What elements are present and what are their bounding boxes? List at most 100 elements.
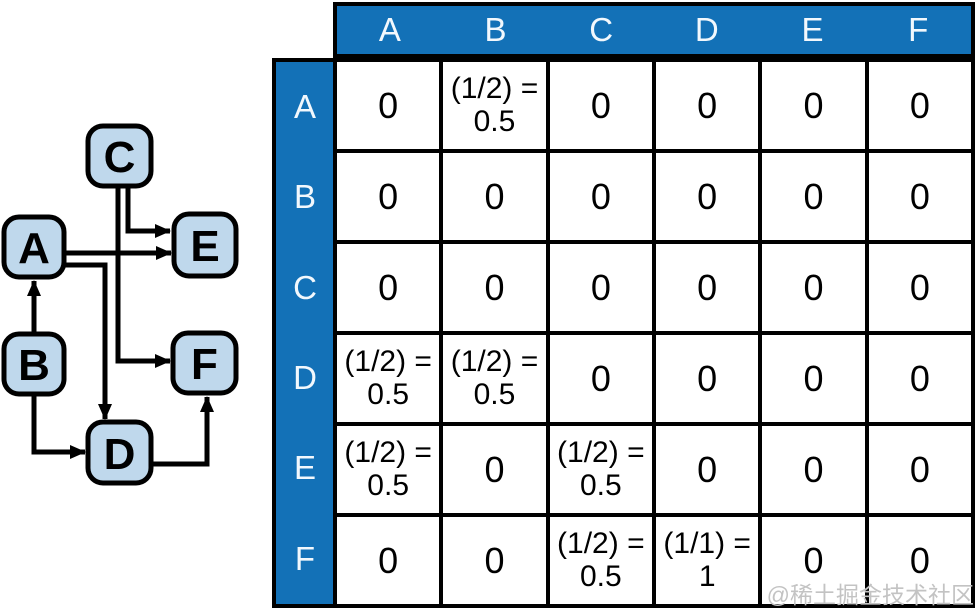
edge-C-F xyxy=(115,186,171,368)
matrix-cell-C-A: 0 xyxy=(337,244,440,331)
matrix-cell-line: 0 xyxy=(484,175,505,217)
matrix-cell-B-A: 0 xyxy=(337,153,440,240)
matrix-cell-line: 0 xyxy=(484,539,505,581)
matrix-cell-E-F: 0 xyxy=(868,426,971,513)
matrix-cell-F-C: (1/2) =0.5 xyxy=(549,517,652,604)
column-header-D: D xyxy=(694,11,719,48)
matrix-cell-A-C: 0 xyxy=(549,62,652,149)
matrix-cell-D-B: (1/2) =0.5 xyxy=(443,335,546,422)
matrix-cell-C-B: 0 xyxy=(443,244,546,331)
graph-node-label: C xyxy=(104,133,136,182)
row-header-F: F xyxy=(294,539,316,577)
matrix-cell-A-A: 0 xyxy=(337,62,440,149)
matrix-cell-F-D: (1/1) =1 xyxy=(656,517,759,604)
matrix-cell-E-E: 0 xyxy=(762,426,865,513)
graph-node-A: A xyxy=(1,214,67,280)
matrix-cell-F-B: 0 xyxy=(443,517,546,604)
matrix-cell-F-F: 0 xyxy=(868,517,971,604)
matrix-cell-line: 0 xyxy=(590,84,611,126)
matrix-cell-line: 0.5 xyxy=(367,468,410,502)
watermark-text: @稀土掘金技术社区 xyxy=(766,582,974,608)
matrix-cell-E-D: 0 xyxy=(656,426,759,513)
matrix-cell-D-C: 0 xyxy=(549,335,652,422)
matrix-cell-line: 0 xyxy=(378,175,399,217)
matrix-cell-E-A: (1/2) =0.5 xyxy=(337,426,440,513)
edge-B-D xyxy=(31,394,86,459)
matrix-cell-line: 0.5 xyxy=(579,559,622,593)
row-header-B: B xyxy=(293,178,316,216)
graph-node-label: E xyxy=(190,222,219,271)
matrix-cell-A-E: 0 xyxy=(762,62,865,149)
edge-A-D xyxy=(63,262,112,420)
matrix-cell-C-F: 0 xyxy=(868,244,971,331)
matrix-cell-line: 0 xyxy=(378,84,399,126)
matrix-cell-B-F: 0 xyxy=(868,153,971,240)
matrix-cell-D-E: 0 xyxy=(762,335,865,422)
matrix-cell-line: 0 xyxy=(803,84,824,126)
matrix-cell-line: (1/2) = xyxy=(344,436,432,470)
matrix-cell-line: 0 xyxy=(803,266,824,308)
matrix-cell-line: 0 xyxy=(909,266,930,308)
graph-node-B: B xyxy=(1,331,67,397)
matrix-cell-A-F: 0 xyxy=(868,62,971,149)
matrix-cell-line: 0.5 xyxy=(473,377,516,411)
graph-node-E: E xyxy=(171,211,239,279)
matrix-cell-line: 0 xyxy=(697,84,718,126)
matrix-cell-line: 0 xyxy=(909,448,930,490)
matrix-cell-line: (1/2) = xyxy=(450,72,539,106)
matrix-cell-B-B: 0 xyxy=(443,153,546,240)
matrix-cell-E-C: (1/2) =0.5 xyxy=(549,426,652,513)
matrix-cell-E-B: 0 xyxy=(443,426,546,513)
graph-node-F: F xyxy=(170,330,239,396)
graph-node-C: C xyxy=(85,123,154,189)
graph-node-label: B xyxy=(18,341,50,390)
matrix-cell-line: 0 xyxy=(909,357,930,399)
matrix-cell-D-F: 0 xyxy=(868,335,971,422)
matrix-cell-F-A: 0 xyxy=(337,517,440,604)
matrix-cell-line: 0 xyxy=(590,175,611,217)
matrix-cell-line: 0.5 xyxy=(367,377,410,411)
matrix-cell-line: 0 xyxy=(590,266,611,308)
matrix-cell-line: (1/1) = xyxy=(663,527,751,561)
matrix-cell-line: 0 xyxy=(697,175,718,217)
matrix-cell-B-C: 0 xyxy=(549,153,652,240)
matrix-cell-A-D: 0 xyxy=(656,62,759,149)
matrix-cell-line: 0.5 xyxy=(579,468,622,502)
matrix-cell-line: 0.5 xyxy=(473,104,516,138)
row-header-E: E xyxy=(293,449,316,487)
matrix-cell-line: 0 xyxy=(909,84,930,126)
column-header-E: E xyxy=(801,11,824,48)
link-graph: C A E B F D xyxy=(1,123,239,486)
matrix-cell-line: (1/2) = xyxy=(557,527,645,561)
matrix-cell-F-E: 0 xyxy=(762,517,865,604)
matrix-row-headers: A B C D E F xyxy=(272,58,338,608)
matrix-cell-line: (1/2) = xyxy=(344,345,432,379)
matrix-cell-line: 0 xyxy=(697,357,718,399)
graph-node-label: F xyxy=(191,340,218,389)
matrix-cell-line: 0 xyxy=(909,539,930,581)
column-header-F: F xyxy=(908,11,929,48)
matrix-cell-B-D: 0 xyxy=(656,153,759,240)
row-header-A: A xyxy=(293,88,316,126)
matrix-cell-line: 0 xyxy=(590,357,611,399)
column-header-C: C xyxy=(589,11,614,48)
graph-node-D: D xyxy=(85,419,154,486)
matrix-cell-C-D: 0 xyxy=(656,244,759,331)
matrix-cell-line: (1/2) = xyxy=(450,345,539,379)
matrix-cell-line: 1 xyxy=(698,559,716,593)
matrix-cell-line: 0 xyxy=(909,175,930,217)
edge-D-F xyxy=(151,396,214,467)
row-header-D: D xyxy=(293,359,317,397)
edge-C-E xyxy=(125,186,171,238)
matrix-cell-line: 0 xyxy=(803,448,824,490)
matrix-cell-C-C: 0 xyxy=(549,244,652,331)
matrix-cell-line: 0 xyxy=(697,448,718,490)
matrix-cell-line: 0 xyxy=(803,175,824,217)
column-header-A: A xyxy=(378,11,401,48)
matrix-cell-line: 0 xyxy=(378,266,399,308)
matrix-cell-C-E: 0 xyxy=(762,244,865,331)
row-header-C: C xyxy=(293,268,317,306)
